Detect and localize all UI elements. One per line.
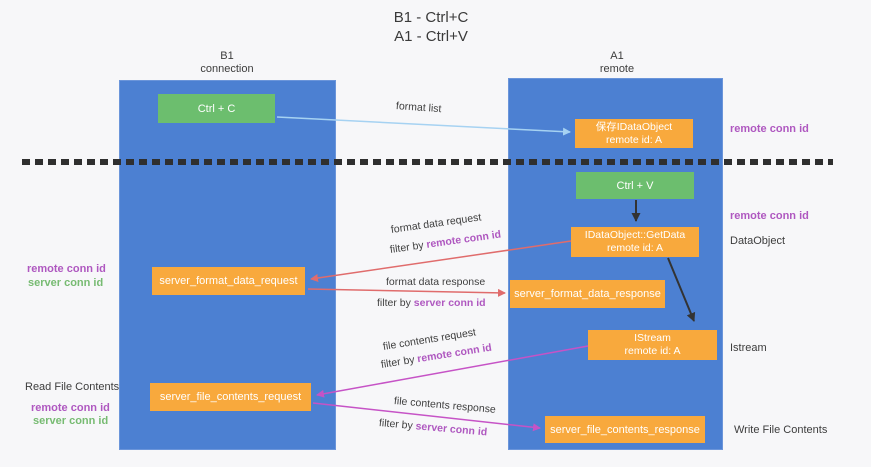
label-format-list: format list: [395, 100, 442, 116]
server-format-data-request-box: server_format_data_request: [152, 267, 305, 295]
server-file-contents-request-label: server_file_contents_request: [159, 391, 302, 403]
diagram-title: B1 - Ctrl+C A1 - Ctrl+V: [281, 8, 581, 46]
label-format-data-response: format data response: [386, 276, 486, 288]
annotation-write-file-contents: Write File Contents: [734, 424, 828, 436]
save-dataobject-box: 保存IDataObject remote id: A: [575, 119, 693, 148]
annotation-remote-conn-id-mid: remote conn id: [730, 210, 809, 222]
lifeline-b1-name: B1: [220, 50, 234, 62]
annotation-remote-conn-id-top: remote conn id: [730, 123, 809, 135]
ctrl-c-label: Ctrl + C: [197, 102, 236, 115]
server-file-contents-response-box: server_file_contents_response: [545, 416, 705, 443]
ctrl-v-action-box: Ctrl + V: [576, 172, 694, 199]
getdata-line2: remote id: A: [606, 242, 664, 254]
lifeline-a1-name: A1: [610, 50, 624, 62]
title-line-b1: B1 - Ctrl+C: [393, 9, 469, 26]
server-file-contents-request-box: server_file_contents_request: [150, 383, 311, 411]
format-data-response-arrow: [307, 288, 506, 297]
save-dataobject-line2: remote id: A: [605, 133, 663, 146]
remote-conn-id-key: remote conn id: [425, 228, 502, 251]
annotation-istream: Istream: [730, 342, 767, 354]
ctrl-v-label: Ctrl + V: [616, 179, 654, 192]
label-file-contents-response-filter: filter by server conn id: [378, 417, 487, 438]
label-file-contents-response: file contents response: [393, 395, 497, 416]
server-file-contents-response-label: server_file_contents_response: [550, 423, 700, 436]
ctrl-c-action-box: Ctrl + C: [158, 94, 275, 123]
istream-box: IStream remote id: A: [588, 330, 717, 360]
istream-line1: IStream: [634, 332, 671, 344]
lifeline-b1-role: connection: [200, 63, 254, 75]
lifeline-a1-header: A1 remote: [547, 50, 687, 76]
filter-by-text: filter by: [378, 417, 417, 433]
annotation-server-conn-id-bottom-left: server conn id: [33, 415, 109, 427]
lifeline-b1-header: B1 connection: [157, 50, 297, 76]
filter-by-text: filter by: [389, 238, 428, 256]
server-format-data-request-label: server_format_data_request: [159, 275, 298, 287]
save-dataobject-line1: 保存IDataObject: [595, 120, 673, 133]
server-format-data-response-box: server_format_data_response: [510, 280, 665, 308]
istream-line2: remote id: A: [624, 345, 681, 357]
annotation-remote-conn-id-bottom-left: remote conn id: [31, 402, 110, 414]
filter-by-text: filter by: [380, 353, 419, 371]
server-conn-id-key: server conn id: [413, 297, 486, 309]
label-format-data-response-filter: filter by server conn id: [377, 297, 486, 309]
server-conn-id-key: server conn id: [415, 420, 488, 439]
annotation-server-conn-id-left: server conn id: [28, 277, 104, 289]
annotation-dataobject: DataObject: [730, 235, 786, 247]
annotation-remote-conn-id-left: remote conn id: [27, 263, 106, 275]
filter-by-text: filter by: [377, 297, 414, 309]
server-format-data-response-label: server_format_data_response: [514, 288, 661, 300]
annotation-read-file-contents: Read File Contents: [25, 381, 120, 393]
getdata-box: IDataObject::GetData remote id: A: [571, 227, 699, 257]
lifeline-a1-role: remote: [599, 63, 635, 75]
title-line-a1: A1 - Ctrl+V: [394, 28, 468, 45]
getdata-line1: IDataObject::GetData: [584, 229, 686, 241]
